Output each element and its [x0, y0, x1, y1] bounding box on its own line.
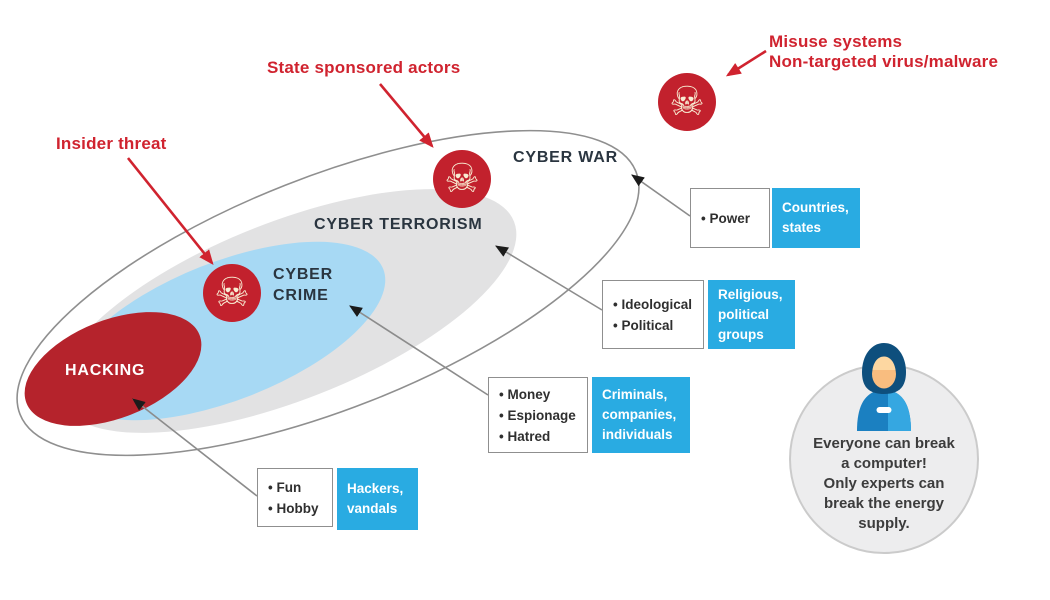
connector-line-hacking — [132, 398, 258, 497]
motivation-item: Ideological — [613, 294, 703, 315]
label-cyber-terrorism: CYBER TERRORISM — [314, 216, 483, 233]
motivation-item: Political — [613, 315, 703, 336]
actors-box-hacking: Hackers, vandals — [337, 468, 418, 530]
motivation-item: Espionage — [499, 405, 587, 426]
label-cyber-crime: CYBER CRIME — [273, 266, 334, 304]
ellipse-hacking — [24, 312, 202, 426]
actors-box-cyber-crime: Criminals, companies, individuals — [592, 377, 690, 453]
hooded-hacker-icon — [857, 343, 911, 431]
motivation-box-cyber-terrorism: Ideological Political — [602, 280, 704, 349]
annotation-misuse-systems: Misuse systems Non-targeted virus/malwar… — [769, 32, 999, 71]
note-badge-text: Everyone can break a computer! Only expe… — [813, 435, 955, 532]
connector-line-cyber-crime — [349, 305, 489, 396]
arrow-insider-threat — [126, 157, 214, 265]
motivation-item: Money — [499, 384, 587, 405]
skull-crossbones-icon: ☠ — [203, 264, 261, 322]
connector-line-cyber-terrorism — [495, 245, 603, 311]
label-hacking: HACKING — [65, 362, 146, 379]
actors-box-cyber-war: Countries, states — [772, 188, 860, 248]
motivation-box-cyber-war: Power — [690, 188, 770, 248]
actors-box-cyber-terrorism: Religious, political groups — [708, 280, 795, 349]
skull-crossbones-icon: ☠ — [658, 73, 716, 131]
motivation-item: Power — [701, 208, 769, 229]
arrow-state-sponsored — [379, 83, 434, 148]
motivation-box-cyber-crime: Money Espionage Hatred — [488, 377, 588, 453]
connector-line-cyber-war — [631, 174, 691, 217]
motivation-box-hacking: Fun Hobby — [257, 468, 333, 527]
note-badge: Everyone can break a computer! Only expe… — [789, 364, 979, 554]
arrow-misuse-systems — [725, 49, 767, 77]
skull-crossbones-icon: ☠ — [433, 150, 491, 208]
motivation-item: Hobby — [268, 498, 332, 519]
annotation-state-sponsored-actors: State sponsored actors — [267, 58, 461, 77]
annotation-insider-threat: Insider threat — [56, 134, 167, 153]
motivation-item: Hatred — [499, 426, 587, 447]
label-cyber-war: CYBER WAR — [513, 149, 618, 166]
motivation-item: Fun — [268, 477, 332, 498]
